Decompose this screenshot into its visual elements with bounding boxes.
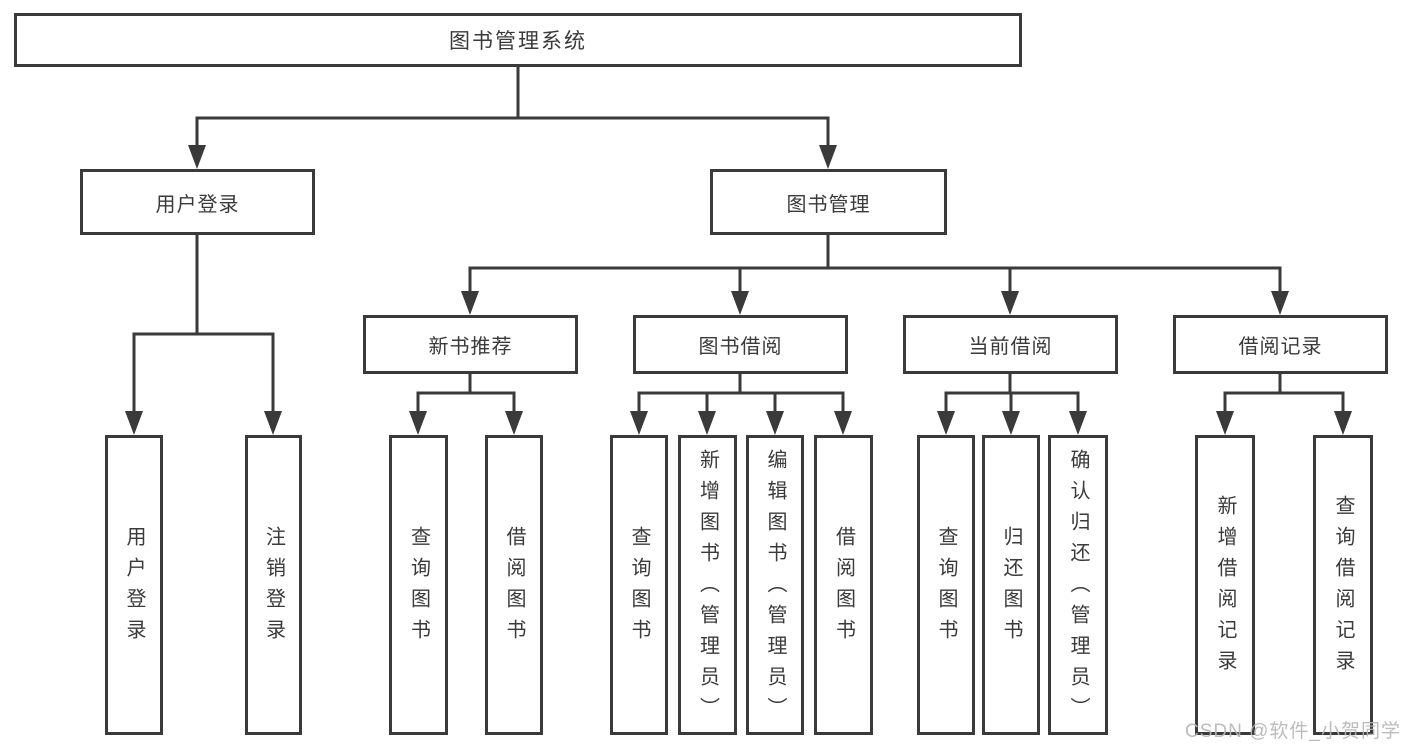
node-label: 当前借阅 xyxy=(968,336,1053,358)
node-borrowing-records: 借阅记录 xyxy=(1173,315,1388,374)
leaf-query-books-recommend: 查询图书 xyxy=(389,435,448,735)
arrow-down-icon xyxy=(766,411,784,435)
arrow-down-icon xyxy=(630,411,648,435)
arrow-down-icon xyxy=(1002,411,1020,435)
node-label: 归还图书 xyxy=(1000,526,1022,650)
arrow-down-icon xyxy=(937,411,955,435)
node-book-borrowing: 图书借阅 xyxy=(633,315,848,374)
node-label: 用户登录 xyxy=(123,526,145,650)
leaf-logout: 注销登录 xyxy=(245,435,302,735)
node-label: 图书管理系统 xyxy=(449,30,587,53)
connector-current-borrowing xyxy=(944,372,1080,414)
arrow-down-icon xyxy=(409,411,427,435)
connector-new-book xyxy=(416,372,516,414)
node-root-system: 图书管理系统 xyxy=(14,13,1022,67)
connector-borrowing-records xyxy=(1223,372,1345,414)
arrow-down-icons xyxy=(125,145,1352,435)
node-label: 查询图书 xyxy=(407,526,430,650)
node-label: 确认归还（管理员） xyxy=(1067,448,1089,728)
node-label: 新增图书（管理员） xyxy=(696,448,719,728)
node-label: 新增借阅记录 xyxy=(1214,495,1236,681)
connector-root xyxy=(195,65,830,148)
arrow-down-icon xyxy=(834,411,852,435)
node-label: 图书管理 xyxy=(786,193,871,216)
node-label: 查询借阅记录 xyxy=(1332,495,1354,681)
arrow-down-icon xyxy=(505,411,523,435)
arrow-down-icon xyxy=(698,411,716,435)
leaf-return-books: 归还图书 xyxy=(982,435,1040,735)
leaf-query-borrow-record: 查询借阅记录 xyxy=(1313,435,1373,735)
node-label: 用户登录 xyxy=(155,193,240,216)
leaf-edit-book-admin: 编辑图书（管理员） xyxy=(746,435,804,735)
csdn-watermark: CSDN @软件_小贺同学 xyxy=(1185,721,1401,742)
node-new-book-recommend: 新书推荐 xyxy=(363,315,578,374)
arrow-down-icon xyxy=(1001,291,1019,315)
leaf-confirm-return-admin: 确认归还（管理员） xyxy=(1048,435,1108,735)
node-label: 查询图书 xyxy=(628,526,650,650)
arrow-down-icon xyxy=(1271,291,1289,315)
node-label: 借阅图书 xyxy=(832,526,855,650)
arrow-down-icon xyxy=(1334,411,1352,435)
connector-user-login xyxy=(132,233,275,414)
node-label: 编辑图书（管理员） xyxy=(764,448,786,728)
arrow-down-icon xyxy=(264,411,282,435)
arrow-down-icon xyxy=(819,145,837,169)
node-user-login: 用户登录 xyxy=(80,169,315,235)
leaf-borrow-books: 借阅图书 xyxy=(814,435,873,735)
arrow-down-icon xyxy=(1069,411,1087,435)
arrow-down-icon xyxy=(188,145,206,169)
arrow-down-icon xyxy=(125,411,143,435)
node-label: 新书推荐 xyxy=(428,336,513,358)
arrow-down-icon xyxy=(1216,411,1234,435)
leaf-user-login: 用户登录 xyxy=(105,435,163,735)
connector-book-management xyxy=(468,233,1282,294)
leaf-add-book-admin: 新增图书（管理员） xyxy=(678,435,737,735)
node-label: 查询图书 xyxy=(935,526,957,650)
node-label: 注销登录 xyxy=(262,526,285,650)
leaf-query-books-current: 查询图书 xyxy=(917,435,975,735)
leaf-add-borrow-record: 新增借阅记录 xyxy=(1195,435,1255,735)
node-label: 借阅记录 xyxy=(1238,336,1323,358)
node-label: 图书借阅 xyxy=(698,336,783,358)
node-current-borrowing: 当前借阅 xyxy=(903,315,1118,374)
connector-book-borrowing xyxy=(637,372,845,414)
arrow-down-icon xyxy=(731,291,749,315)
node-book-management: 图书管理 xyxy=(710,169,947,235)
leaf-borrow-books-recommend: 借阅图书 xyxy=(485,435,543,735)
node-label: 借阅图书 xyxy=(503,526,525,650)
arrow-down-icon xyxy=(461,291,479,315)
leaf-query-books-borrow: 查询图书 xyxy=(610,435,668,735)
